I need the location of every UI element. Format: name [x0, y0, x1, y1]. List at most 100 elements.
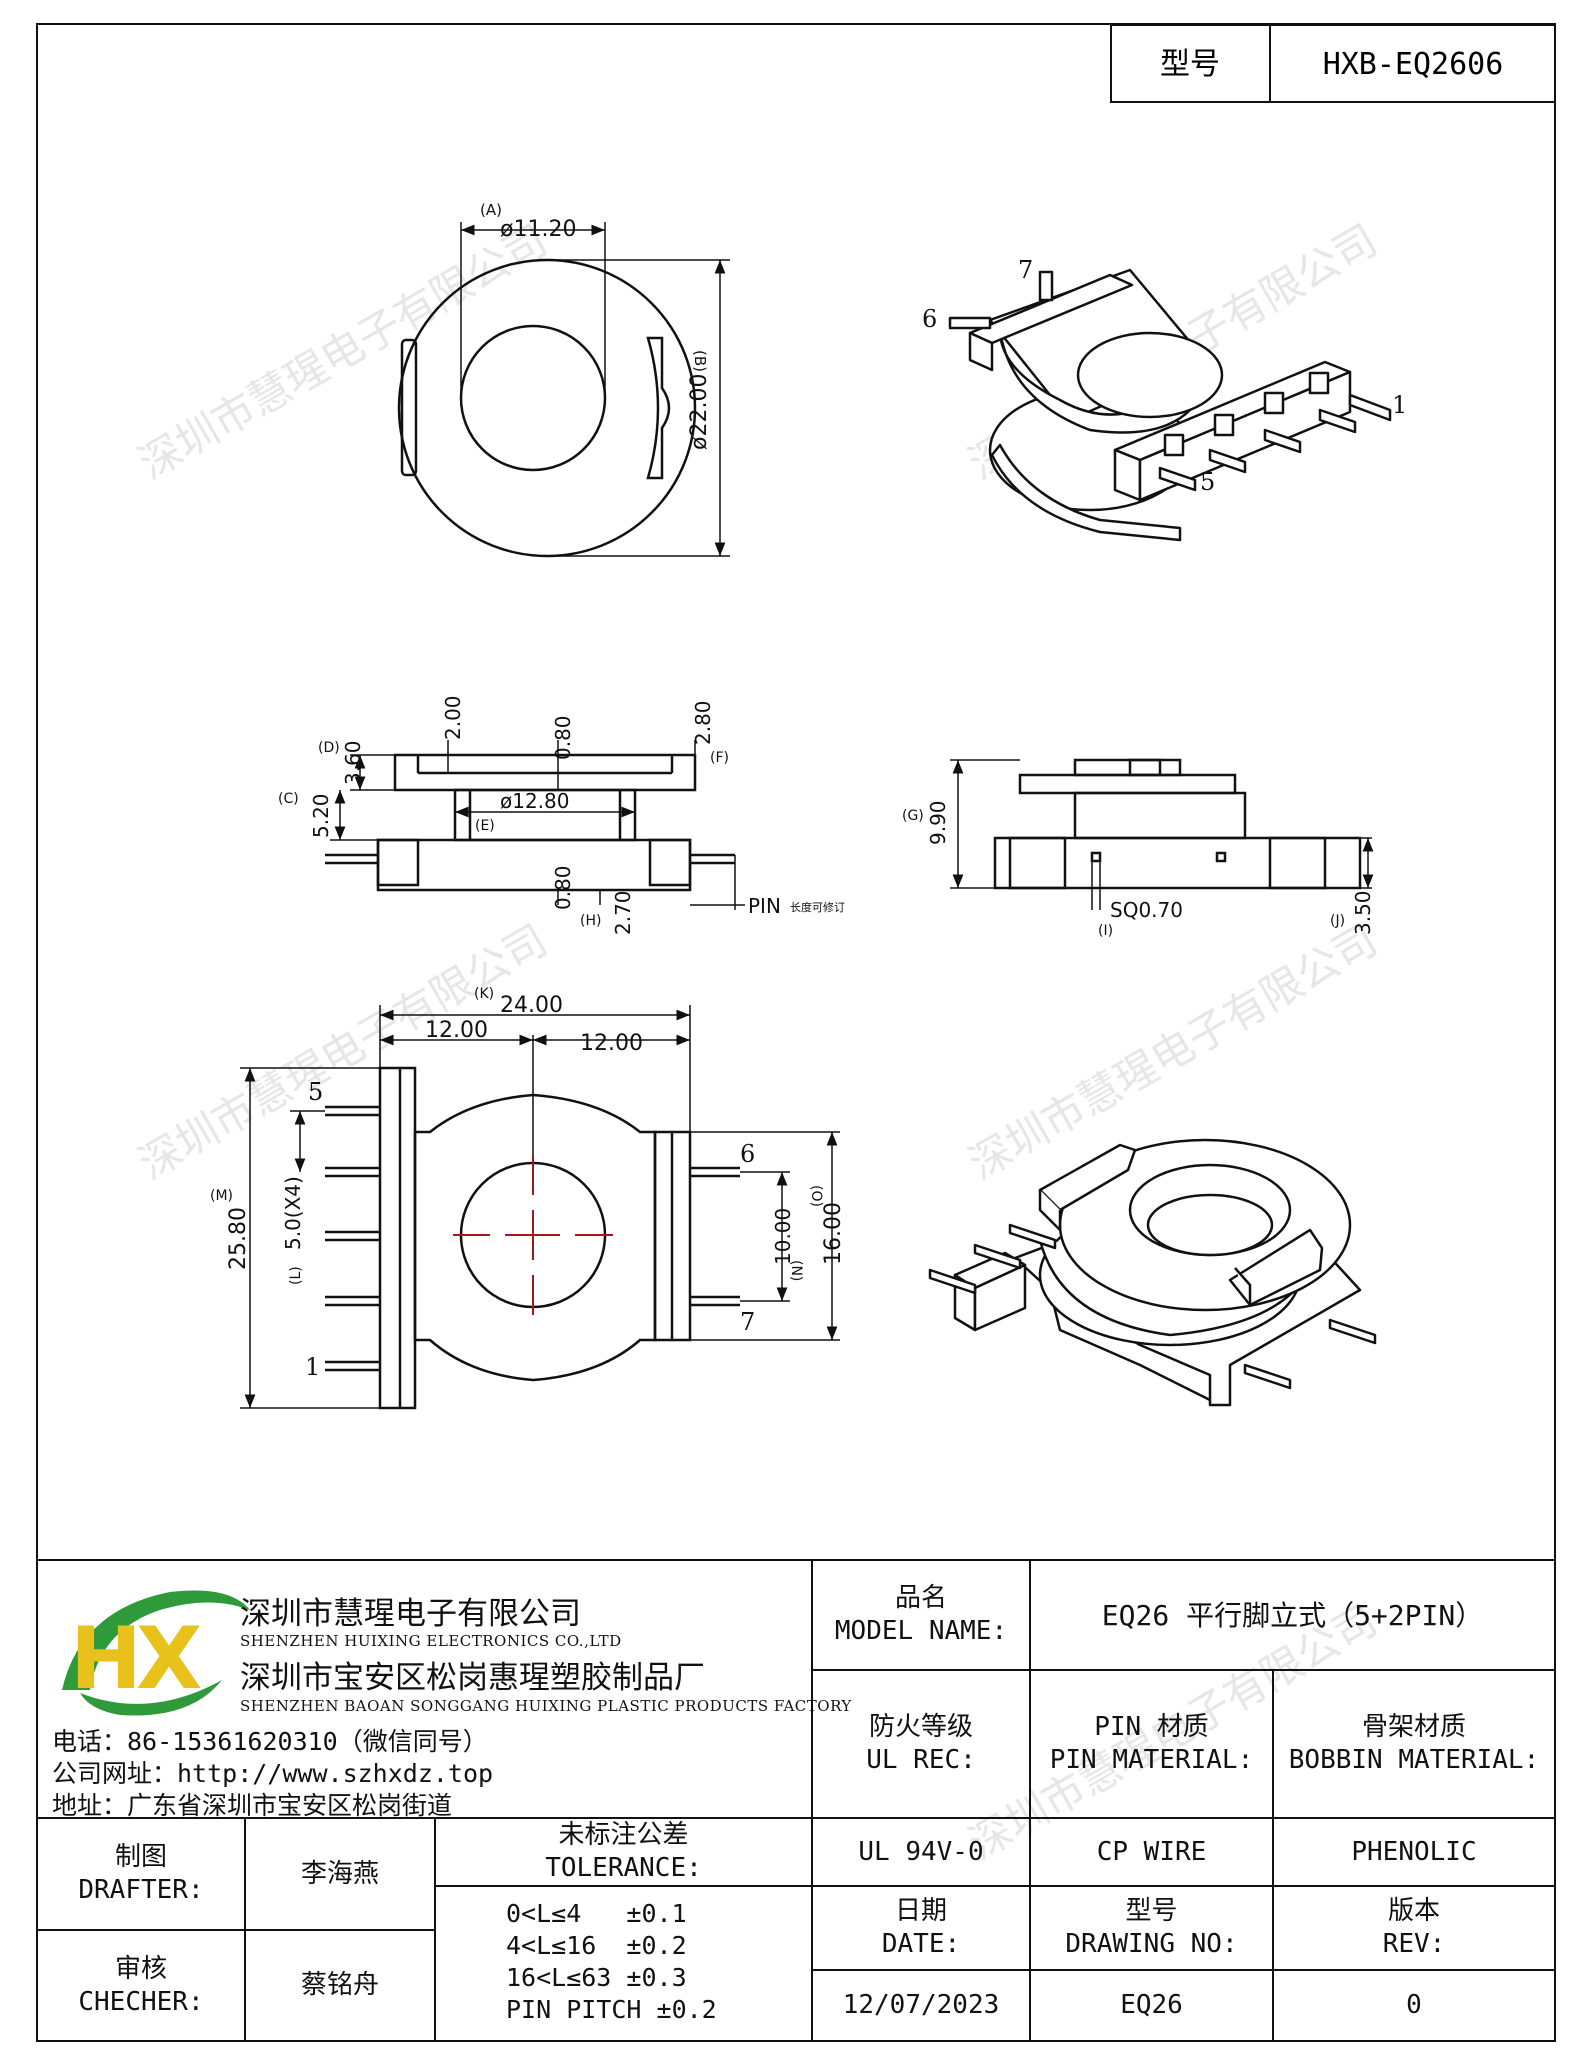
title-block-grid [37, 1559, 1555, 2041]
watermark-3: 深圳市慧瑆电子有限公司 [131, 915, 556, 1188]
outer-frame [36, 23, 1556, 2042]
bobbin-material-value: PHENOLIC [1273, 1818, 1555, 1886]
dim-right: 12.00 [580, 1031, 643, 1056]
ref-c: (C) [278, 791, 299, 807]
iso-pin-5: 5 [1200, 468, 1215, 496]
dim-o: 16.00 [821, 1202, 846, 1265]
ref-e: (E) [475, 818, 495, 834]
date-en: DATE: [881, 1929, 961, 1959]
checker-cn: 审核 [114, 1953, 167, 1984]
company-name-en: SHENZHEN HUIXING ELECTRONICS CO.,LTD [240, 1632, 622, 1650]
ul-value: UL 94V-0 [812, 1818, 1030, 1886]
ul-label: 防火等级 UL REC: [812, 1670, 1030, 1818]
dim-l: 5.0(X4) [281, 1176, 305, 1250]
ref-h: (H) [580, 913, 601, 929]
drafter-cn: 制图 [114, 1842, 167, 1872]
dim-g: 9.90 [926, 800, 950, 845]
model-label: 型号 [1160, 47, 1220, 82]
dim-m: 25.80 [226, 1207, 251, 1270]
bobbin-material-value-text: PHENOLIC [1351, 1836, 1477, 1867]
company-website: 公司网址：http://www.szhxdz.top [52, 1759, 494, 1788]
company-phone: 电话：86-15361620310（微信同号） [52, 1727, 488, 1756]
pin-6-label: 6 [740, 1140, 755, 1168]
dim-sq: SQ0.70 [1110, 898, 1183, 922]
ref-n: (N) [788, 1260, 804, 1281]
bobbin-material-label: 骨架材质 BOBBIN MATERIAL: [1273, 1670, 1555, 1818]
ref-f: (F) [710, 750, 729, 766]
drafter-en: DRAFTER: [78, 1875, 204, 1905]
drafter-value-text: 李海燕 [300, 1858, 379, 1889]
dim-b: ø22.00 [687, 374, 712, 450]
iso-pin-1: 1 [1392, 391, 1407, 419]
pin-material-value-text: CP WIRE [1096, 1836, 1207, 1867]
model-name-en: MODEL NAME: [834, 1616, 1008, 1646]
drawing-no-cn: 型号 [1125, 1896, 1178, 1926]
drawing-no-value: EQ26 [1030, 1970, 1273, 2041]
pin-material-en: PIN MATERIAL: [1049, 1745, 1254, 1775]
pin-note: 长度可修订 [790, 900, 845, 914]
dim-c: 5.20 [309, 793, 333, 838]
dim-top-mid: 0.80 [551, 715, 575, 760]
date-label: 日期 DATE: [812, 1886, 1030, 1970]
tolerance-cn: 未标注公差 [558, 1820, 689, 1850]
company-address: 地址：广东省深圳市宝安区松岗街道 [52, 1791, 453, 1820]
drawing-no-label: 型号 DRAWING NO: [1030, 1886, 1273, 1970]
company-name-cn: 深圳市慧瑆电子有限公司 [240, 1596, 581, 1632]
date-value-text: 12/07/2023 [842, 1990, 1000, 2020]
pin-label: PIN [748, 894, 781, 918]
ref-m: (M) [210, 1188, 233, 1204]
tolerance-en: TOLERANCE: [545, 1853, 702, 1883]
drawing-no-en: DRAWING NO: [1065, 1929, 1238, 1959]
pin-5-label: 5 [308, 1078, 323, 1106]
checker-label: 审核 CHECHER: [37, 1930, 245, 2041]
drawing-no-value-text: EQ26 [1120, 1990, 1183, 2020]
bottom-view [240, 1005, 840, 1410]
iso-pin-7: 7 [1018, 256, 1033, 284]
model-name-cn: 品名 [894, 1583, 947, 1613]
bobbin-material-cn: 骨架材质 [1361, 1712, 1466, 1742]
ref-l: (L) [288, 1266, 304, 1285]
dim-left: 12.00 [425, 1018, 488, 1043]
dim-a: ø11.20 [500, 217, 576, 242]
factory-name-cn: 深圳市宝安区松岗惠瑆塑胶制品厂 [240, 1660, 705, 1696]
ul-cn: 防火等级 [868, 1712, 973, 1742]
front-view [325, 740, 745, 910]
rev-en: REV: [1382, 1929, 1446, 1959]
tolerance-line-2: 4<L≤16 ±0.2 [506, 1931, 687, 1960]
rev-value-text: 0 [1406, 1990, 1422, 2020]
dim-f: 2.80 [691, 700, 715, 745]
center-mark [453, 1155, 613, 1315]
model-name-value-text: EQ26 平行脚立式（5+2PIN） [1101, 1598, 1484, 1632]
dim-h: 2.70 [611, 890, 635, 935]
logo-text: HX [70, 1609, 201, 1709]
watermark-1: 深圳市慧瑆电子有限公司 [131, 215, 556, 488]
pin-material-label: PIN 材质 PIN MATERIAL: [1030, 1670, 1273, 1818]
dim-k: 24.00 [500, 993, 563, 1018]
checker-value-text: 蔡铭舟 [300, 1970, 379, 2000]
top-view [397, 222, 730, 558]
side-view [950, 758, 1374, 910]
date-cn: 日期 [894, 1896, 947, 1926]
ref-j: (J) [1330, 913, 1345, 929]
dim-top-left: 2.00 [441, 695, 465, 740]
tolerance-label: 未标注公差 TOLERANCE: [435, 1818, 812, 1886]
factory-name-en: SHENZHEN BAOAN SONGGANG HUIXING PLASTIC … [240, 1697, 852, 1715]
dim-bottom-mid: 0.80 [551, 865, 575, 910]
tolerance-line-1: 0<L≤4 ±0.1 [506, 1899, 687, 1928]
ref-d: (D) [318, 740, 340, 756]
model-box [1110, 24, 1556, 103]
rev-cn: 版本 [1387, 1896, 1440, 1926]
model-name-label: 品名 MODEL NAME: [812, 1560, 1030, 1670]
rev-value: 0 [1273, 1970, 1555, 2041]
drafter-value: 李海燕 [245, 1818, 435, 1930]
tolerance-line-4: PIN PITCH ±0.2 [506, 1995, 717, 2024]
model-value: HXB-EQ2606 [1323, 47, 1504, 82]
ref-a: (A) [480, 201, 502, 219]
dim-n: 10.00 [771, 1208, 795, 1265]
iso-view-top [948, 268, 1392, 542]
dim-j: 3.50 [1351, 890, 1375, 935]
pin-material-value: CP WIRE [1030, 1818, 1273, 1886]
date-value: 12/07/2023 [812, 1970, 1030, 2041]
rev-label: 版本 REV: [1273, 1886, 1555, 1970]
